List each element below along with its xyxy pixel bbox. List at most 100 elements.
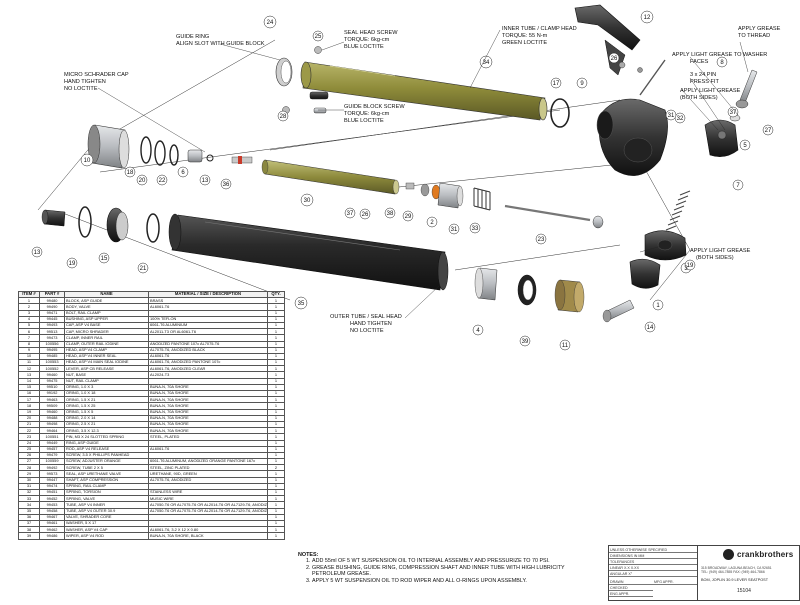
base-nut (41, 209, 66, 227)
svg-text:ALIGN SLOT WITH GUIDE BLOCK: ALIGN SLOT WITH GUIDE BLOCK (176, 41, 265, 47)
callout-14 (644, 321, 656, 333)
title-block: UNLESS OTHERWISE SPECIFIED DIMENSIONS IN… (608, 545, 800, 601)
compression-shaft (261, 159, 400, 195)
release-rod-top (637, 59, 666, 96)
callout-4 (472, 324, 484, 336)
tb-row: DIMENSIONS IN MM (609, 554, 697, 559)
callout-28 (277, 110, 289, 122)
rail-clamp-bolt (735, 69, 758, 109)
svg-text:NO LOCTITE: NO LOCTITE (350, 328, 384, 334)
callout-37b (727, 106, 739, 118)
inner-rail-clamp (704, 119, 739, 157)
svg-text:MICRO SCHRADER CAP: MICRO SCHRADER CAP (64, 72, 129, 78)
grease-thread-note: APPLY GREASE TO THREAD (738, 26, 781, 39)
callout-10 (80, 153, 94, 167)
svg-text:APPLY LIGHT GREASE TO WASHER: APPLY LIGHT GREASE TO WASHER (672, 52, 767, 58)
bom-cell-part: 99486 (39, 532, 65, 540)
notes-title: NOTES: (298, 552, 319, 558)
tb-row: DRAWN (609, 580, 653, 585)
svg-text:BLUE LOCTITE: BLUE LOCTITE (344, 44, 384, 50)
callout-29 (402, 210, 414, 222)
callout-9 (576, 77, 588, 89)
callout-35 (294, 296, 308, 310)
callout-text: 1 (656, 303, 660, 309)
callout-text: 26 (611, 56, 618, 62)
callout-text: 31 (668, 113, 675, 119)
callout-text: 14 (647, 325, 654, 331)
callout-15 (98, 252, 110, 264)
small-screws (282, 46, 329, 114)
svg-text:GUIDE BLOCK SCREW: GUIDE BLOCK SCREW (344, 104, 405, 110)
callout-text: 37 (347, 211, 354, 217)
rail-clamp-spring (665, 190, 691, 231)
callout-text: 33 (472, 226, 479, 232)
callout-27 (762, 124, 774, 136)
callout-text: 28 (280, 114, 287, 120)
callout-text: 5 (743, 143, 747, 149)
bom-table: ITEM # PART # NAME MATERIAL / SIZE / DES… (18, 290, 285, 540)
callout-26 (608, 52, 620, 64)
address-line: 315 BROADWAY, LAGUNA BEACH, CA 92651 (701, 566, 772, 570)
callout-26b (359, 208, 371, 220)
callout-23 (535, 233, 547, 245)
note-item: ADD 55ml OF 5 WT SUSPENSION OIL TO INTER… (312, 558, 598, 564)
bom-cell-name: WIPER, ASP V4 ROD (64, 532, 149, 540)
callout-text: 35 (298, 301, 305, 307)
callout-2 (426, 216, 438, 228)
callout-text: 20 (139, 178, 146, 184)
callout-21 (137, 262, 149, 274)
svg-text:APPLY LIGHT GREASE: APPLY LIGHT GREASE (680, 88, 741, 94)
brand-name: crankbrothers (737, 550, 794, 559)
tb-row: LINEAR X.X X.XX (609, 566, 697, 571)
bom-cell-material: AL7050-T6 OR AL7075-T6 OR AL2014-T6 OR A… (148, 507, 268, 515)
svg-text:INNER TUBE / CLAMP HEAD: INNER TUBE / CLAMP HEAD (502, 26, 577, 32)
callout-18 (124, 166, 136, 178)
schrader-core (231, 156, 253, 164)
upper-bushing (474, 267, 498, 301)
inner-seal-head (87, 124, 130, 169)
callout-34 (479, 55, 493, 69)
callout-text: 18 (127, 170, 134, 176)
grease-both-bottom-note: APPLY LIGHT GREASE (BOTH SIDES) (690, 248, 751, 261)
document-number: 15104 (737, 588, 751, 594)
release-lever (574, 4, 641, 76)
notes: NOTES: ADD 55ml OF 5 WT SUSPENSION OIL T… (298, 552, 598, 584)
callout-text: 13 (202, 178, 209, 184)
callout-33 (469, 222, 481, 234)
svg-text:NO LOCTITE: NO LOCTITE (64, 86, 98, 92)
callout-text: 3 (684, 266, 688, 272)
svg-text:3 x 24 PIN: 3 x 24 PIN (690, 72, 716, 78)
callout-text: 38 (387, 211, 394, 217)
annotations: GUIDE RING ALIGN SLOT WITH GUIDE BLOCK S… (64, 26, 781, 334)
grease-both-top-note: APPLY LIGHT GREASE (BOTH SIDES) (680, 88, 741, 101)
callout-11 (559, 339, 571, 351)
bom-cell-material: BUNA-N, 70A SHORE, BLACK (148, 532, 268, 540)
valve-cluster (405, 182, 464, 209)
callout-text: 27 (765, 128, 772, 134)
tb-row: CHECKED (609, 586, 653, 591)
seal-head-screw-note: SEAL HEAD SCREW TORQUE: 6kg-cm BLUE LOCT… (344, 30, 398, 50)
svg-text:(BOTH SIDES): (BOTH SIDES) (696, 255, 734, 261)
callout-text: 25 (315, 34, 322, 40)
inner-tube (300, 61, 548, 121)
callout-text: 7 (736, 183, 740, 189)
callout-text: 36 (223, 182, 230, 188)
callout-31 (665, 109, 677, 121)
callout-17 (550, 77, 562, 89)
tb-row: ENG APPR. (609, 592, 653, 597)
callout-7 (732, 179, 744, 191)
callout-13 (31, 246, 43, 258)
o-ring-18 (78, 206, 92, 238)
callout-19b (684, 259, 696, 271)
callout-text: 26 (362, 212, 369, 218)
callout-39 (519, 335, 531, 347)
callout-text: 19 (69, 261, 76, 267)
tb-row: TOLERANCES (609, 560, 697, 565)
callout-text: 22 (159, 178, 166, 184)
o-ring-13 (206, 154, 214, 162)
callout-text: 23 (538, 237, 545, 243)
